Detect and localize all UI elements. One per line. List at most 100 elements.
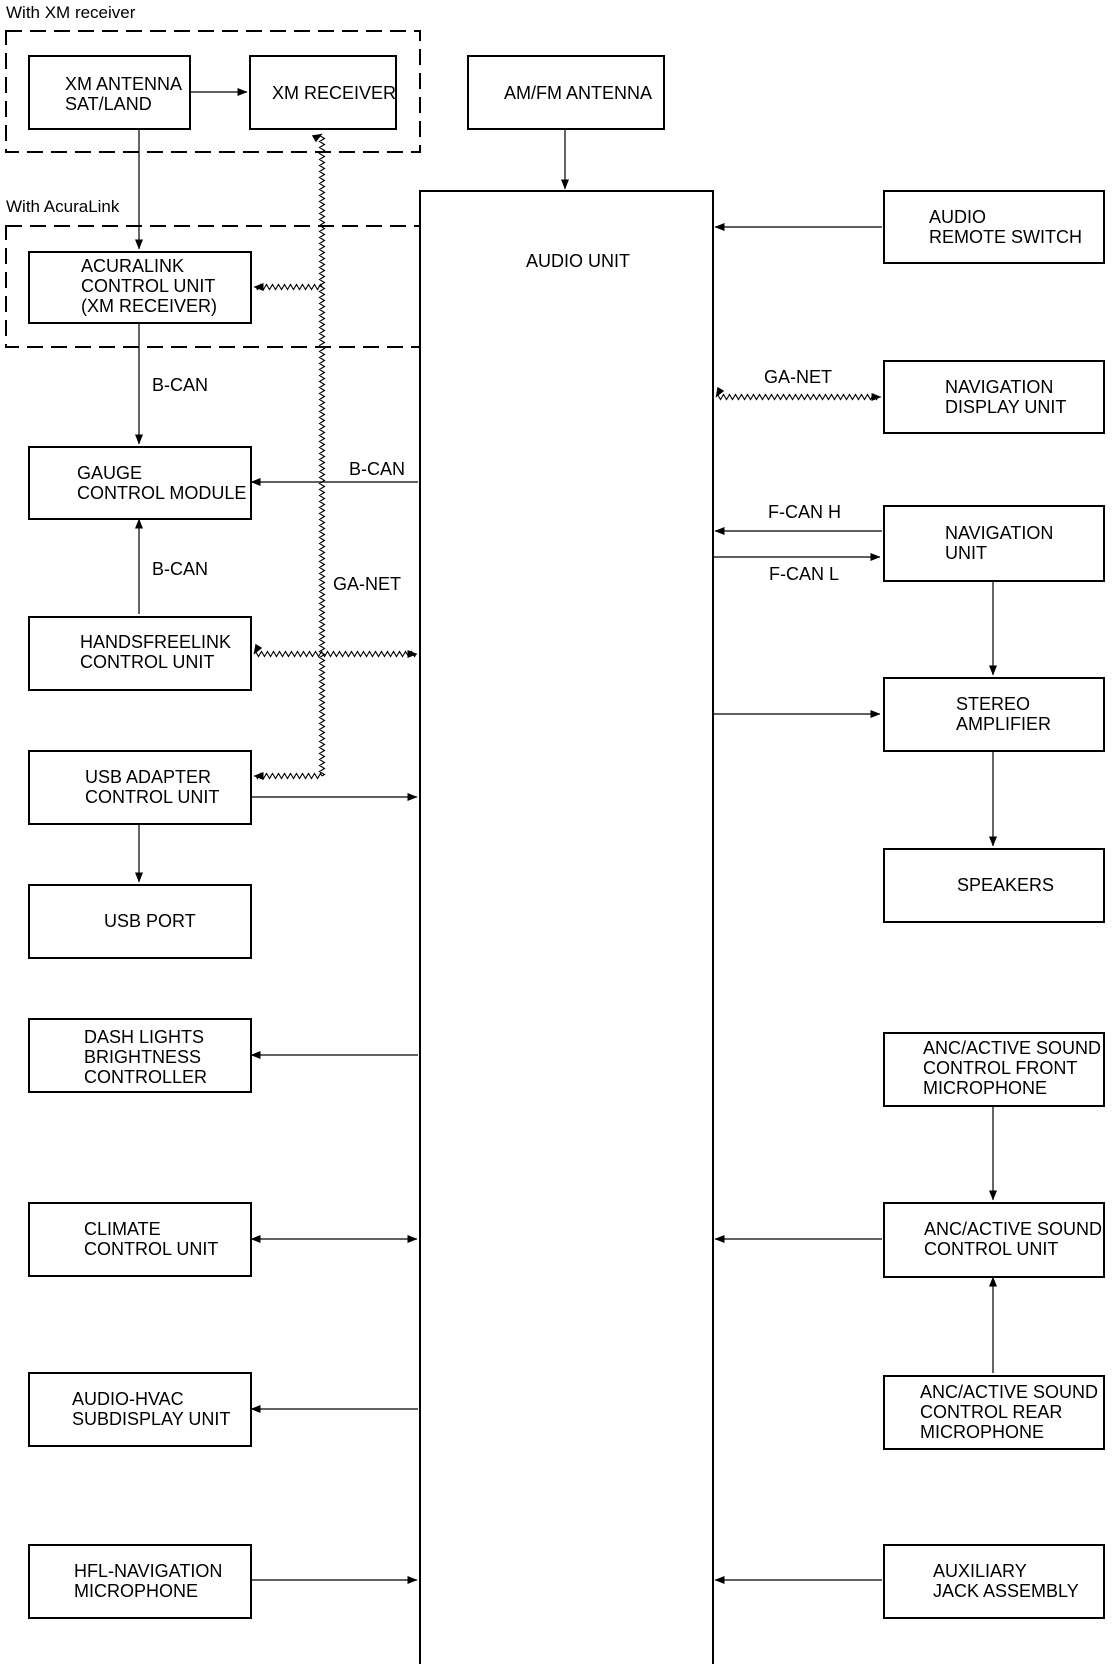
bcan-label-acuralink-gauge: B-CAN	[152, 375, 208, 395]
dash-lights-label-line-2: BRIGHTNESS	[84, 1047, 201, 1067]
hfl-mic-label-line-1: HFL-NAVIGATION	[74, 1561, 222, 1581]
xm-group-outline	[5, 30, 421, 153]
audio-unit-label-line-1: AUDIO UNIT	[526, 251, 630, 271]
xm-antenna-label-line-1: XM ANTENNA	[65, 74, 182, 94]
stereo-amp-label-line-2: AMPLIFIER	[956, 714, 1051, 734]
speakers-label-line-1: SPEAKERS	[957, 875, 1054, 895]
xm-antenna-label-line-2: SAT/LAND	[65, 94, 152, 114]
acuralink-box-frame	[28, 251, 252, 324]
ganet-label-right: GA-NET	[764, 367, 832, 387]
audio-hvac-label-line-2: SUBDISPLAY UNIT	[72, 1409, 230, 1429]
bcan-label-handsfree-gauge: B-CAN	[152, 559, 208, 579]
anc-rear-mic-label-line-1: ANC/ACTIVE SOUND	[920, 1382, 1098, 1402]
ga-net-branch-usb-adapter	[253, 772, 323, 780]
stereo-amp-box-frame	[883, 677, 1105, 752]
climate-label-line-1: CLIMATE	[84, 1219, 161, 1239]
anc-front-mic-label-line-2: CONTROL FRONT	[923, 1058, 1077, 1078]
gauge-label-line-1: GAUGE	[77, 463, 142, 483]
handsfreelink-label-line-1: HANDSFREELINK	[80, 632, 231, 652]
fcan-h-label: F-CAN H	[768, 502, 841, 522]
dash-lights-box-frame	[28, 1018, 252, 1093]
aux-jack-label-line-1: AUXILIARY	[933, 1561, 1027, 1581]
dash-lights-label-line-1: DASH LIGHTS	[84, 1027, 204, 1047]
usb-port-label-line-1: USB PORT	[104, 911, 196, 931]
audio-unit-box: AUDIO UNIT	[419, 190, 714, 1669]
anc-front-mic-label-line-3: MICROPHONE	[923, 1078, 1047, 1098]
hfl-mic-label-line-2: MICROPHONE	[74, 1581, 198, 1601]
climate-label-line-2: CONTROL UNIT	[84, 1239, 218, 1259]
anc-front-mic-box-frame	[883, 1032, 1105, 1107]
fcan-l-label: F-CAN L	[769, 564, 839, 584]
nav-unit-box-frame	[883, 505, 1105, 582]
acuralink-label-line-2: CONTROL UNIT	[81, 276, 215, 296]
nav-display-box-frame	[883, 360, 1105, 434]
nav-unit-label-line-1: NAVIGATION	[945, 523, 1053, 543]
amfm-antenna-box-frame	[467, 55, 665, 130]
anc-rear-mic-label-line-2: CONTROL REAR	[920, 1402, 1062, 1422]
ga-net-handsfree-audio	[253, 643, 418, 658]
anc-control-label-line-2: CONTROL UNIT	[924, 1239, 1058, 1259]
amfm-antenna-box: AM/FM ANTENNA	[467, 55, 665, 130]
ga-net-trunk	[311, 133, 326, 777]
audio-hvac-box-frame	[28, 1372, 252, 1447]
handsfreelink-box-frame	[28, 616, 252, 691]
amfm-antenna-label-line-1: AM/FM ANTENNA	[504, 83, 652, 103]
xm-receiver-box-frame	[249, 55, 397, 130]
xm-receiver-box: XM RECEIVER	[249, 55, 397, 130]
xm-group-label: With XM receiver	[6, 3, 136, 22]
climate-box-frame	[28, 1202, 252, 1277]
anc-control-box-frame	[883, 1202, 1105, 1278]
stereo-amp-label-line-1: STEREO	[956, 694, 1030, 714]
nav-display-label-line-1: NAVIGATION	[945, 377, 1053, 397]
aux-jack-box-frame	[883, 1544, 1105, 1619]
acuralink-label-line-3: (XM RECEIVER)	[81, 296, 217, 316]
usb-port-box: USB PORT	[28, 884, 252, 959]
audio-remote-switch-label-line-2: REMOTE SWITCH	[929, 227, 1082, 247]
ga-net-branch-acuralink	[253, 283, 323, 291]
ganet-label-left: GA-NET	[333, 574, 401, 594]
speakers-box: SPEAKERS	[883, 848, 1105, 923]
usb-port-box-frame	[28, 884, 252, 959]
audio-unit-box-frame	[419, 190, 714, 1669]
nav-unit-label-line-2: UNIT	[945, 543, 987, 563]
audio-remote-switch-box-frame	[883, 190, 1105, 264]
anc-rear-mic-box-frame	[883, 1375, 1105, 1450]
xm-receiver-label-line-1: XM RECEIVER	[272, 83, 396, 103]
speakers-box-frame	[883, 848, 1105, 923]
anc-front-mic-label-line-1: ANC/ACTIVE SOUND	[923, 1038, 1101, 1058]
anc-rear-mic-label-line-3: MICROPHONE	[920, 1422, 1044, 1442]
aux-jack-label-line-2: JACK ASSEMBLY	[933, 1581, 1079, 1601]
bcan-label-audio-gauge: B-CAN	[349, 459, 405, 479]
audio-remote-switch-label-line-1: AUDIO	[929, 207, 986, 227]
usb-adapter-label-line-2: CONTROL UNIT	[85, 787, 219, 807]
acuralink-label-line-1: ACURALINK	[81, 256, 184, 276]
ga-net-audio-nav-display	[715, 386, 882, 401]
hfl-mic-box-frame	[28, 1544, 252, 1619]
acuralink-group-outline	[5, 225, 445, 348]
gauge-label-line-2: CONTROL MODULE	[77, 483, 246, 503]
audio-hvac-label-line-1: AUDIO-HVAC	[72, 1389, 184, 1409]
handsfreelink-label-line-2: CONTROL UNIT	[80, 652, 214, 672]
dash-lights-label-line-3: CONTROLLER	[84, 1067, 207, 1087]
nav-display-label-line-2: DISPLAY UNIT	[945, 397, 1066, 417]
ga-net-lines	[253, 133, 882, 780]
usb-adapter-label-line-1: USB ADAPTER	[85, 767, 211, 787]
